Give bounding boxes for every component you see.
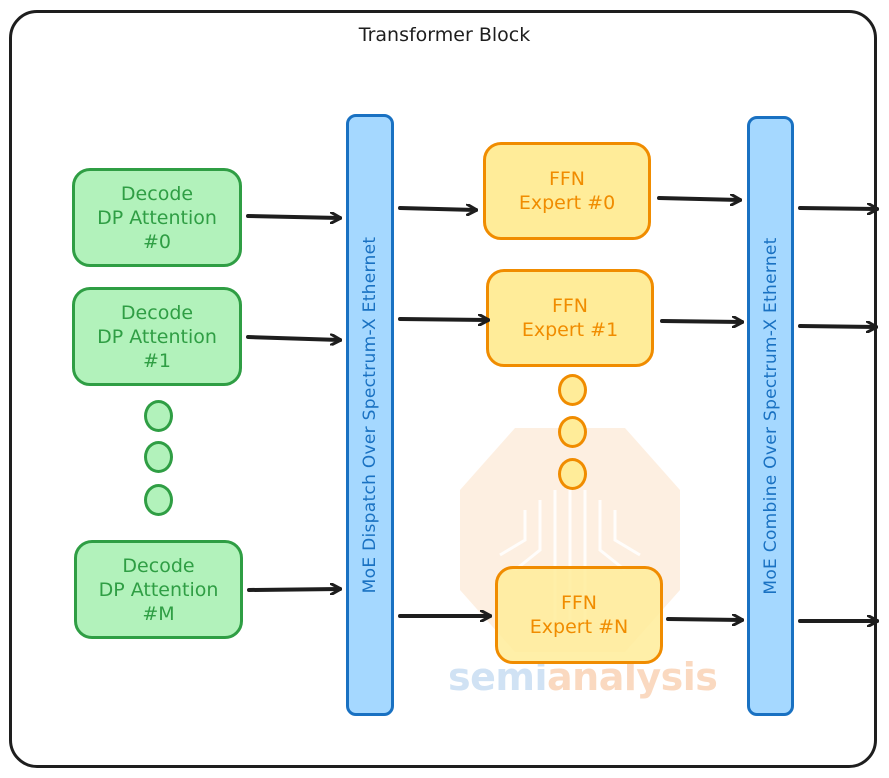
ellipsis-dot xyxy=(144,484,173,516)
moe-dispatch-bus: MoE Dispatch Over Spectrum-X Ethernet xyxy=(346,114,394,716)
attention-node-0: Decode DP Attention #0 xyxy=(72,168,242,267)
expert-node-1: FFN Expert #1 xyxy=(486,269,654,367)
ellipsis-dot xyxy=(558,416,587,448)
expert-node-0: FFN Expert #0 xyxy=(483,142,651,240)
transformer-block-frame xyxy=(9,10,877,768)
attention-node-1: Decode DP Attention #1 xyxy=(72,287,242,386)
arrow xyxy=(798,326,876,327)
diagram-title: Transformer Block xyxy=(358,24,531,46)
arrow xyxy=(657,198,740,200)
arrow xyxy=(246,337,340,340)
expert-node-n: FFN Expert #N xyxy=(495,566,663,664)
ellipsis-dot xyxy=(144,400,173,432)
arrow xyxy=(798,208,877,209)
arrow xyxy=(666,619,742,620)
arrow xyxy=(247,589,340,590)
arrow xyxy=(398,319,488,320)
attention-node-m: Decode DP Attention #M xyxy=(74,540,243,639)
moe-combine-bus: MoE Combine Over Spectrum-X Ethernet xyxy=(747,116,794,716)
arrow xyxy=(660,321,742,322)
ellipsis-dot xyxy=(558,458,587,490)
arrow xyxy=(398,208,476,210)
arrow xyxy=(246,216,340,218)
ellipsis-dot xyxy=(144,441,173,473)
ellipsis-dot xyxy=(558,374,587,406)
